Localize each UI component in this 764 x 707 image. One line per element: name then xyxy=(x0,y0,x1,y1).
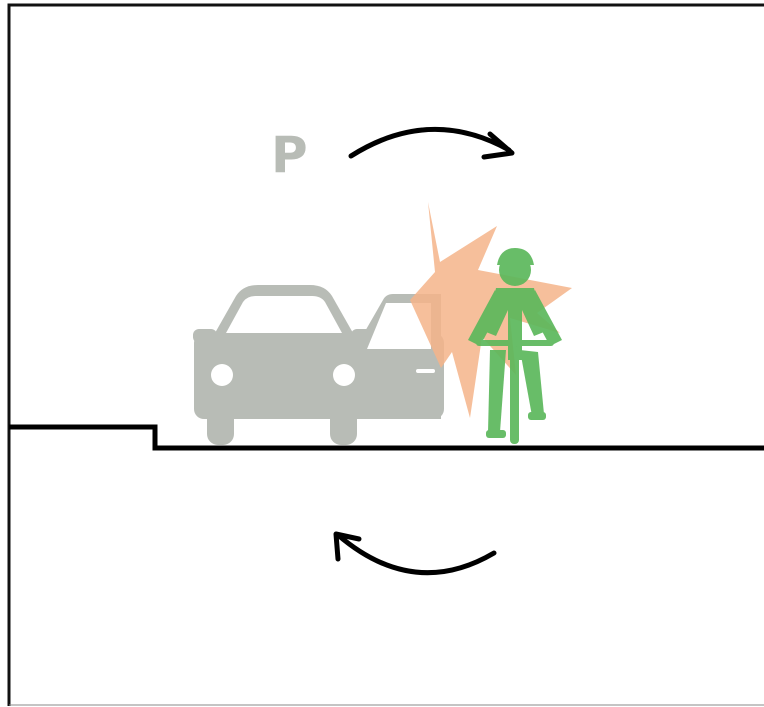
curved-arrow-left-icon xyxy=(336,534,494,573)
parking-sign-label: P xyxy=(271,126,308,184)
curb-line xyxy=(9,427,764,448)
curved-arrow-right-icon xyxy=(351,129,512,157)
